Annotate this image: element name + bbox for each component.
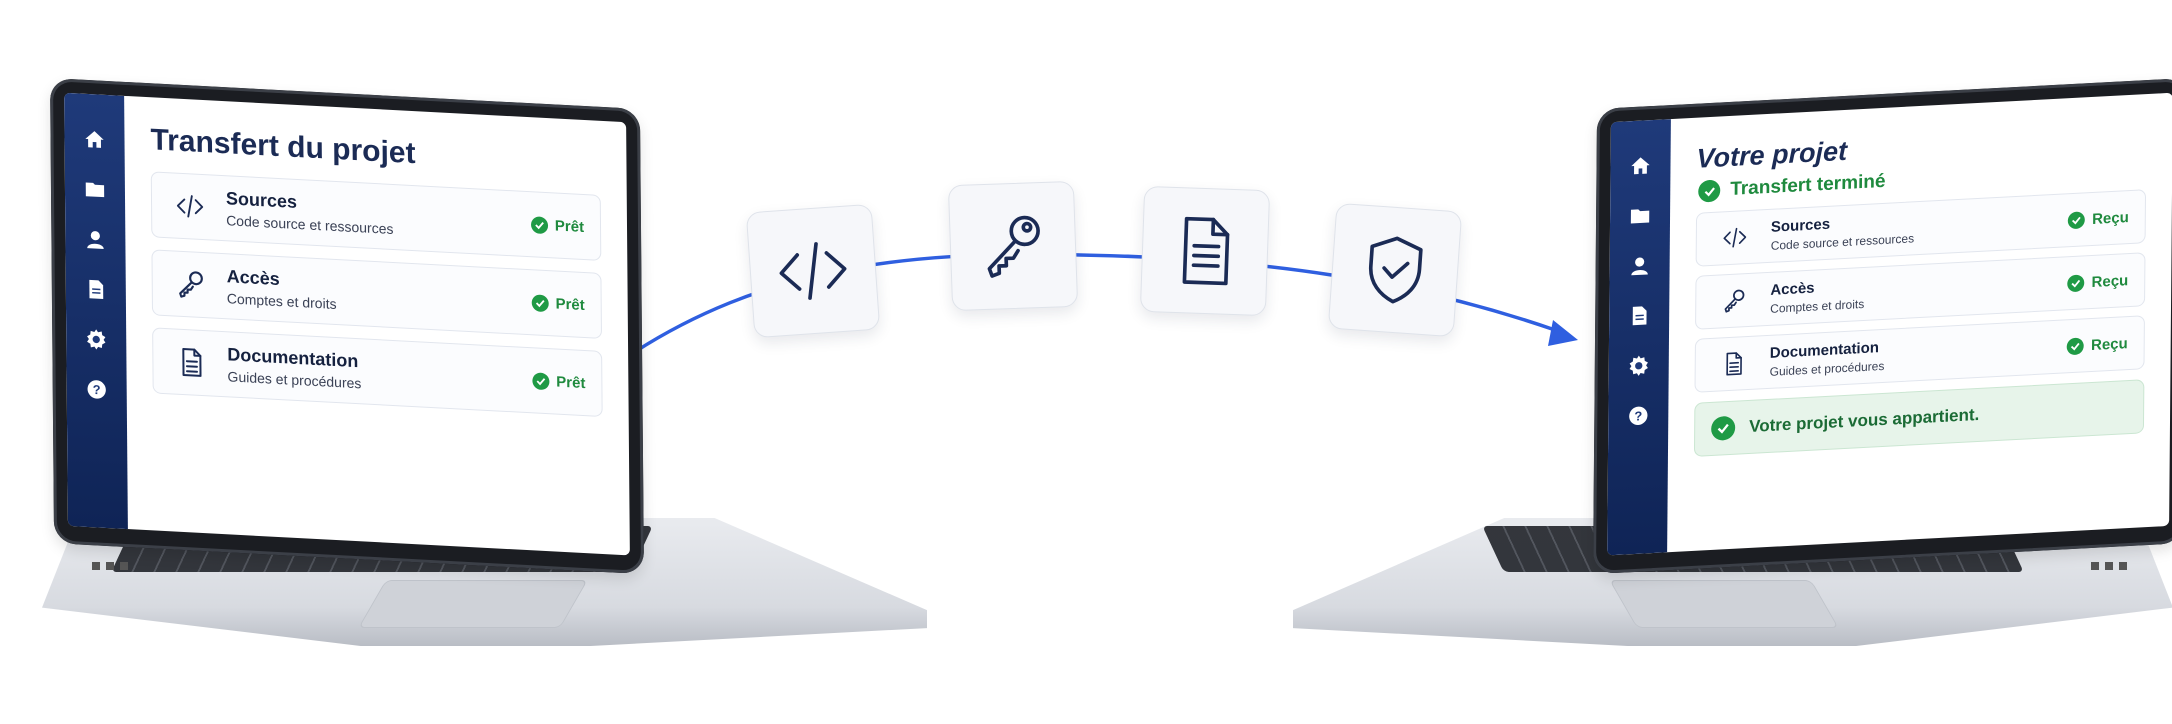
document-icon [169, 343, 213, 381]
status-badge: Reçu [2066, 335, 2128, 355]
check-icon [532, 371, 550, 390]
tile-document [1139, 185, 1271, 317]
file-icon[interactable] [1626, 302, 1652, 329]
ports [92, 562, 132, 570]
key-icon [987, 215, 1040, 278]
laptop-screen: ? Transfert du projet Sources Code sourc… [64, 92, 630, 556]
svg-text:?: ? [1634, 408, 1642, 423]
item-sources[interactable]: Sources Code source et ressources Reçu [1695, 189, 2147, 267]
banner-text: Votre projet vous appartient. [1749, 404, 1980, 436]
arrow-head [1548, 320, 1578, 346]
help-icon[interactable]: ? [1625, 402, 1651, 429]
transfer-status-text: Transfert terminé [1730, 170, 1886, 200]
gear-icon[interactable] [83, 326, 109, 353]
key-icon [169, 265, 213, 303]
folder-icon[interactable] [1627, 202, 1653, 229]
main-content: Transfert du projet Sources Code source … [124, 96, 630, 556]
item-documentation[interactable]: Documentation Guides et procédures Reçu [1694, 315, 2145, 393]
ownership-banner: Votre projet vous appartient. [1693, 379, 2145, 457]
item-acces[interactable]: Accès Comptes et droits Prêt [151, 249, 603, 339]
document-icon [1182, 216, 1230, 286]
code-icon [1713, 219, 1757, 257]
laptop-lid: ? Votre projet Transfert terminé S [1592, 78, 2172, 575]
code-icon [168, 187, 212, 225]
status-badge: Reçu [2067, 272, 2128, 292]
item-acces[interactable]: Accès Comptes et droits Reçu [1695, 252, 2146, 330]
trackpad [1609, 580, 1839, 628]
sidebar: ? [64, 92, 128, 530]
main-content: Votre projet Transfert terminé Sources C… [1667, 93, 2172, 553]
check-icon [1698, 179, 1721, 203]
check-icon [530, 215, 548, 234]
item-documentation[interactable]: Documentation Guides et procédures Prêt [152, 327, 603, 417]
page-title: Transfert du projet [150, 123, 416, 171]
transfer-status: Transfert terminé [1698, 157, 2146, 203]
check-icon [2067, 273, 2085, 292]
laptop-lid: ? Transfert du projet Sources Code sourc… [50, 78, 645, 575]
gear-icon[interactable] [1626, 352, 1652, 379]
svg-text:?: ? [93, 382, 101, 397]
check-icon [1711, 415, 1736, 441]
home-icon[interactable] [1627, 152, 1653, 179]
status-badge: Prêt [530, 215, 584, 236]
home-icon[interactable] [81, 126, 107, 153]
shield-check-icon [1369, 236, 1423, 304]
item-sources[interactable]: Sources Code source et ressources Prêt [150, 171, 602, 261]
code-icon [779, 242, 847, 300]
help-icon[interactable]: ? [84, 376, 110, 403]
check-icon [531, 293, 549, 312]
status-badge: Reçu [2068, 209, 2129, 229]
file-icon[interactable] [83, 276, 109, 303]
trackpad [358, 580, 588, 628]
tile-shield [1327, 202, 1463, 338]
sidebar: ? [1607, 119, 1671, 556]
user-icon[interactable] [1627, 252, 1653, 279]
status-badge: Prêt [532, 371, 585, 392]
status-badge: Prêt [531, 293, 585, 314]
key-icon [1712, 282, 1756, 320]
laptop-screen: ? Votre projet Transfert terminé S [1607, 92, 2172, 556]
check-icon [2068, 210, 2086, 229]
folder-icon[interactable] [82, 176, 108, 203]
tile-code [745, 203, 881, 339]
user-icon[interactable] [82, 226, 108, 253]
tile-key [947, 180, 1079, 312]
ports [2091, 562, 2131, 570]
check-icon [2066, 336, 2085, 355]
document-icon [1712, 345, 1756, 383]
